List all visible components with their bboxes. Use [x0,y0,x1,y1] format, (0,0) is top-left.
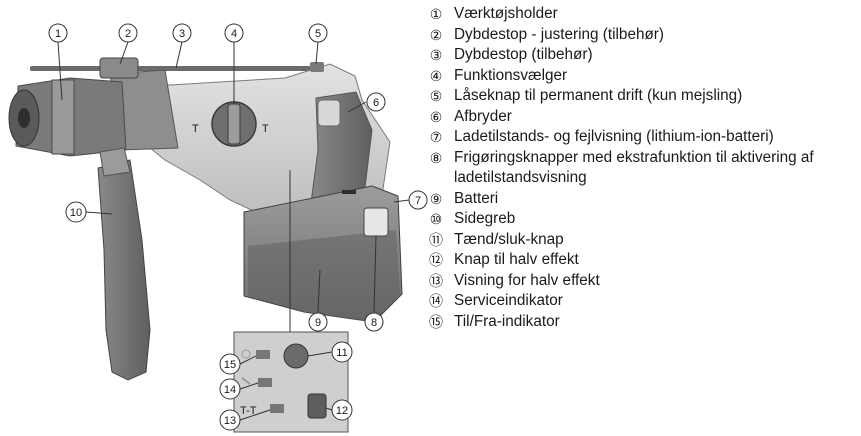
legend-item: ⑥ Afbryder [426,107,858,128]
callout-14: 14 [219,378,241,400]
legend-text: Tænd/sluk-knap [454,230,564,248]
callout-6-label: 6 [373,97,379,109]
legend-text: Serviceindikator [454,292,563,309]
callout-12: 12 [331,399,353,421]
legend-text: Visning for halv effekt [454,271,600,289]
callout-4: 4 [224,23,244,43]
legend-text: Frigøringsknapper med ekstrafunktion til… [454,148,814,187]
legend-number: ⑭ [429,293,443,309]
callout-13: 13 [219,409,241,431]
legend-number: ② [429,26,443,43]
legend-text: Knap til halv effekt [454,251,579,268]
callout-7: 7 [408,190,428,210]
legend-number: ⑥ [429,108,443,125]
side-handle [97,147,151,381]
legend-number: ⑩ [429,211,443,227]
depth-stop-rod [30,66,330,71]
callout-1-label: 1 [55,28,61,40]
legend-text: Til/Fra-indikator [454,312,560,330]
callout-3: 3 [172,23,192,43]
legend-item: ⑧ Frigøringsknapper med ekstrafunktion ti… [426,148,858,189]
legend-item: ② Dybdestop - justering (tilbehør) [426,25,858,46]
parts-legend: ① Værktøjsholder ② Dybdestop - justering (… [426,4,858,332]
legend-text: Ladetilstands- og fejlvisning (lithium-i… [454,128,774,145]
leader-lines [57,41,410,421]
legend-item: ⑬ Visning for halv effekt [426,271,858,292]
legend-item: ⑭ Serviceindikator [426,291,858,312]
legend-item: ⑪ Tænd/sluk-knap [426,230,858,251]
legend-item: ⑨ Batteri [426,189,858,210]
callouts: 1 2 3 4 5 6 7 8 9 10 11 12 13 14 15 [48,23,428,431]
callout-14-label: 14 [224,384,236,396]
legend-text: Dybdestop - justering (tilbehør) [454,25,664,43]
legend-item: ③ Dybdestop (tilbehør) [426,45,858,66]
legend-item: ⑫ Knap til halv effekt [426,250,858,271]
callout-8-label: 8 [371,317,377,329]
legend-number: ⑮ [429,313,443,330]
legend-number: ⑧ [429,149,443,166]
legend-number: ⑨ [429,190,443,207]
legend-text: Dybdestop (tilbehør) [454,46,593,63]
battery-pack [243,185,403,323]
callout-7-label: 7 [415,195,421,207]
legend-number: ⑬ [429,272,443,289]
half-power-mark: T-T [240,405,257,417]
callout-8: 8 [364,312,384,332]
legend-number: ⑤ [429,88,443,104]
legend-number: ④ [429,67,443,84]
legend-text: Værktøjsholder [454,5,558,22]
legend-text: Sidegreb [454,210,516,227]
callout-2-label: 2 [125,28,131,40]
legend-item: ⑮ Til/Fra-indikator [426,312,858,333]
legend-text: Afbryder [454,107,512,125]
legend-number: ① [429,6,443,22]
legend-number: ⑫ [429,252,443,268]
callout-4-label: 4 [231,28,237,40]
legend-number: ⑪ [429,231,443,248]
selector-mark-right: T [262,123,269,135]
callout-9: 9 [308,312,328,332]
legend-item: ⑩ Sidegreb [426,209,858,230]
legend-number: ③ [429,47,443,63]
callout-9-label: 9 [315,317,321,329]
callout-10-label: 10 [70,207,82,219]
legend-item: ⑤ Låseknap til permanent drift (kun mejsl… [426,86,858,107]
legend-text: Funktionsvælger [454,66,568,84]
callout-12-label: 12 [336,405,348,417]
callout-11: 11 [331,341,353,363]
callout-15-label: 15 [224,359,236,371]
callout-10: 10 [65,201,87,223]
legend-number: ⑦ [429,129,443,145]
legend-text: Låseknap til permanent drift (kun mejsli… [454,87,743,104]
callout-11-label: 11 [336,347,347,359]
selector-mark-left: T [192,123,199,135]
callout-3-label: 3 [179,28,185,40]
legend-text: Batteri [454,189,499,207]
callout-1: 1 [48,23,68,43]
callout-6: 6 [366,92,386,112]
legend-item: ① Værktøjsholder [426,4,858,25]
callout-13-label: 13 [224,415,236,427]
callout-2: 2 [118,23,138,43]
callout-5: 5 [308,23,328,43]
callout-15: 15 [219,353,241,375]
callout-5-label: 5 [315,28,321,40]
legend-item: ④ Funktionsvælger [426,66,858,87]
legend-item: ⑦ Ladetilstands- og fejlvisning (lithium-… [426,127,858,148]
